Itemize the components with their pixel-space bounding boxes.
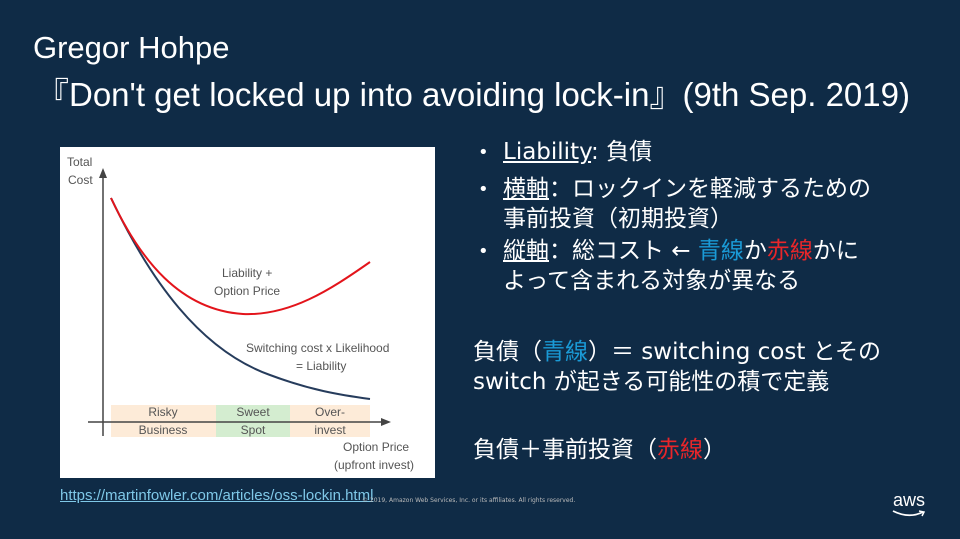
blue-line-word: 青線 (697, 238, 744, 264)
term: 横軸 (503, 176, 549, 202)
text: : 負債 (591, 139, 653, 165)
aws-logo: aws (892, 490, 926, 517)
red-total-curve (110, 197, 371, 316)
source-link[interactable]: https://martinfowler.com/articles/oss-lo… (60, 487, 374, 504)
bullet-2: 横軸：ロックインを軽減するための事前投資（初期投資） (503, 174, 871, 234)
bullet-3: 縦軸：総コスト ← 青線か赤線かによって含まれる対象が異なる (503, 236, 859, 296)
bullet-1: Liability: 負債 (503, 137, 652, 167)
blue-line-word: 青線 (542, 339, 588, 365)
band-risky (111, 405, 216, 437)
bullet-icon: • (478, 241, 489, 262)
text: よって含まれる対象が異なる (503, 268, 801, 294)
text: 負債＋事前投資（ (473, 437, 657, 463)
bullet-icon: • (478, 179, 489, 200)
red-label-1: Liability + (222, 266, 272, 280)
text: switch が起きる可能性の積で定義 (473, 369, 830, 395)
aws-smile-icon (892, 510, 926, 517)
y-axis-label-2: Cost (68, 173, 93, 187)
text: ） (703, 437, 726, 463)
term: 縦軸 (503, 238, 549, 264)
y-axis-label-1: Total (67, 155, 92, 169)
text: ：ロックインを軽減するための (549, 176, 871, 202)
text: か (743, 238, 767, 264)
red-label-2: Option Price (214, 284, 280, 298)
term: Liability (503, 139, 592, 165)
blue-label-2: = Liability (296, 359, 346, 373)
slide-subtitle: 『Don't get locked up into avoiding lock-… (36, 76, 910, 113)
text: 事前投資（初期投資） (503, 206, 733, 232)
lockin-diagram: Total Cost Liability + Option Price Swit… (60, 147, 435, 478)
band-over-top: Over- (315, 405, 345, 419)
y-axis-arrow (99, 168, 107, 178)
x-axis-label-2: (upfront invest) (334, 458, 414, 472)
x-axis-label-1: Option Price (343, 440, 409, 454)
x-axis-arrow (381, 418, 391, 426)
blue-liability-curve (110, 197, 371, 400)
red-line-word: 赤線 (657, 437, 703, 463)
slide-title: Gregor Hohpe (33, 30, 230, 65)
text: ：総コスト ← (549, 238, 698, 264)
band-risky-bottom: Business (139, 423, 188, 437)
red-line-word: 赤線 (766, 238, 813, 264)
aws-logo-text: aws (893, 490, 926, 510)
text: ）＝ switching cost とその (588, 339, 881, 365)
band-sweet-top: Sweet (236, 405, 270, 419)
text: かに (812, 238, 859, 264)
band-sweet (216, 405, 290, 437)
copyright: © 2019, Amazon Web Services, Inc. or its… (362, 497, 576, 504)
band-risky-top: Risky (148, 405, 177, 419)
blue-label-1: Switching cost x Likelihood (246, 341, 389, 355)
band-over-bottom: invest (314, 423, 346, 437)
text: 負債（ (473, 339, 542, 365)
definition-paragraph: 負債（青線）＝ switching cost とその switch が起きる可能性… (473, 337, 881, 397)
bullet-icon: • (478, 142, 489, 163)
total-paragraph: 負債＋事前投資（赤線） (473, 435, 726, 465)
band-over (290, 405, 370, 437)
band-sweet-bottom: Spot (241, 423, 266, 437)
